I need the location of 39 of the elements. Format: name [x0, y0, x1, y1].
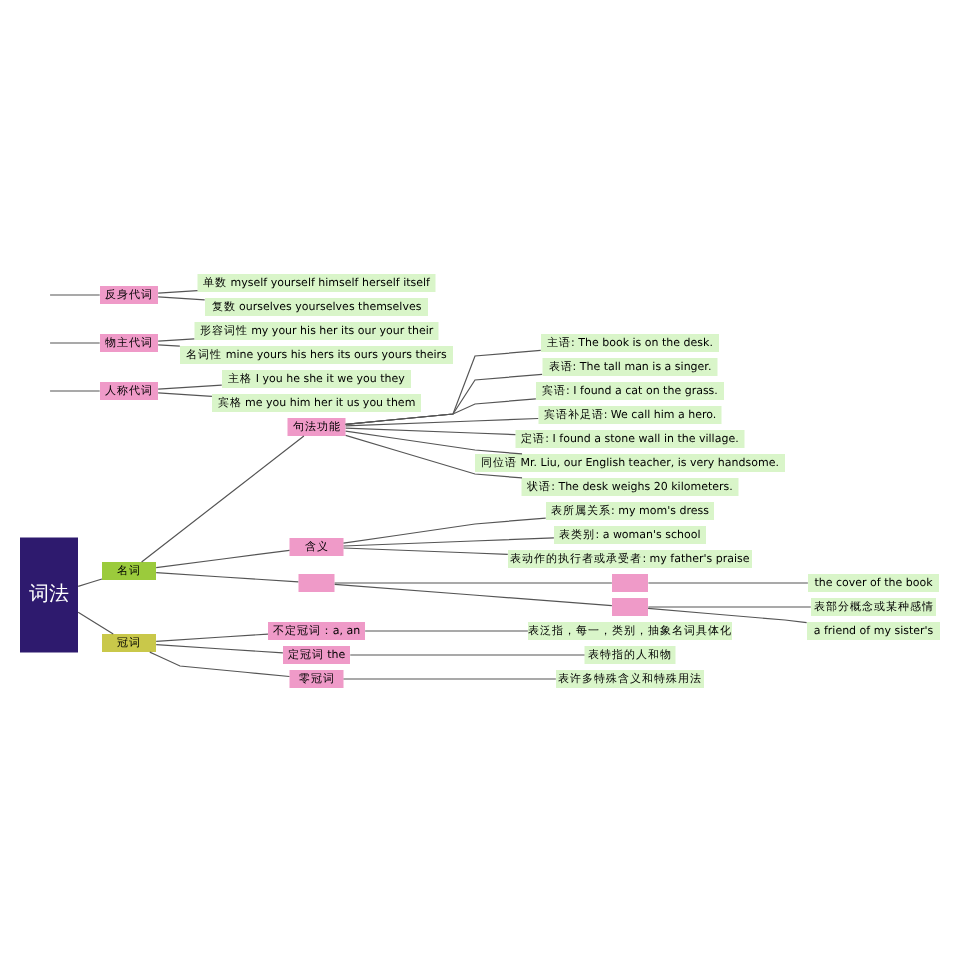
connector	[157, 289, 199, 293]
connector	[334, 582, 613, 606]
connector	[157, 295, 206, 300]
connector	[155, 548, 291, 568]
connector	[157, 391, 213, 396]
connector	[342, 516, 547, 543]
connector	[49, 389, 101, 391]
node-box	[612, 597, 648, 615]
connector	[344, 348, 542, 424]
connector	[155, 571, 299, 582]
connector	[344, 372, 543, 424]
connector	[342, 677, 557, 679]
node-box: 词法	[20, 536, 78, 652]
node-box	[298, 573, 335, 591]
connector	[157, 343, 181, 346]
connector	[342, 536, 555, 546]
connector	[647, 581, 809, 583]
connector	[345, 429, 523, 454]
connector	[345, 426, 516, 435]
connector	[149, 650, 290, 677]
connector	[155, 632, 269, 641]
connector	[49, 293, 101, 295]
connector	[77, 610, 114, 634]
connector	[334, 581, 613, 583]
connector	[345, 433, 523, 478]
connector	[349, 653, 586, 655]
connector	[141, 434, 305, 562]
connector	[342, 546, 509, 554]
node-box	[612, 573, 648, 591]
connector	[157, 337, 195, 341]
connector	[364, 629, 529, 631]
connector	[155, 643, 284, 653]
connector	[157, 383, 223, 389]
connector	[344, 397, 537, 424]
connector	[647, 605, 812, 607]
connector	[77, 577, 103, 586]
connector	[345, 416, 539, 426]
connector	[647, 606, 808, 623]
connector	[49, 341, 101, 343]
